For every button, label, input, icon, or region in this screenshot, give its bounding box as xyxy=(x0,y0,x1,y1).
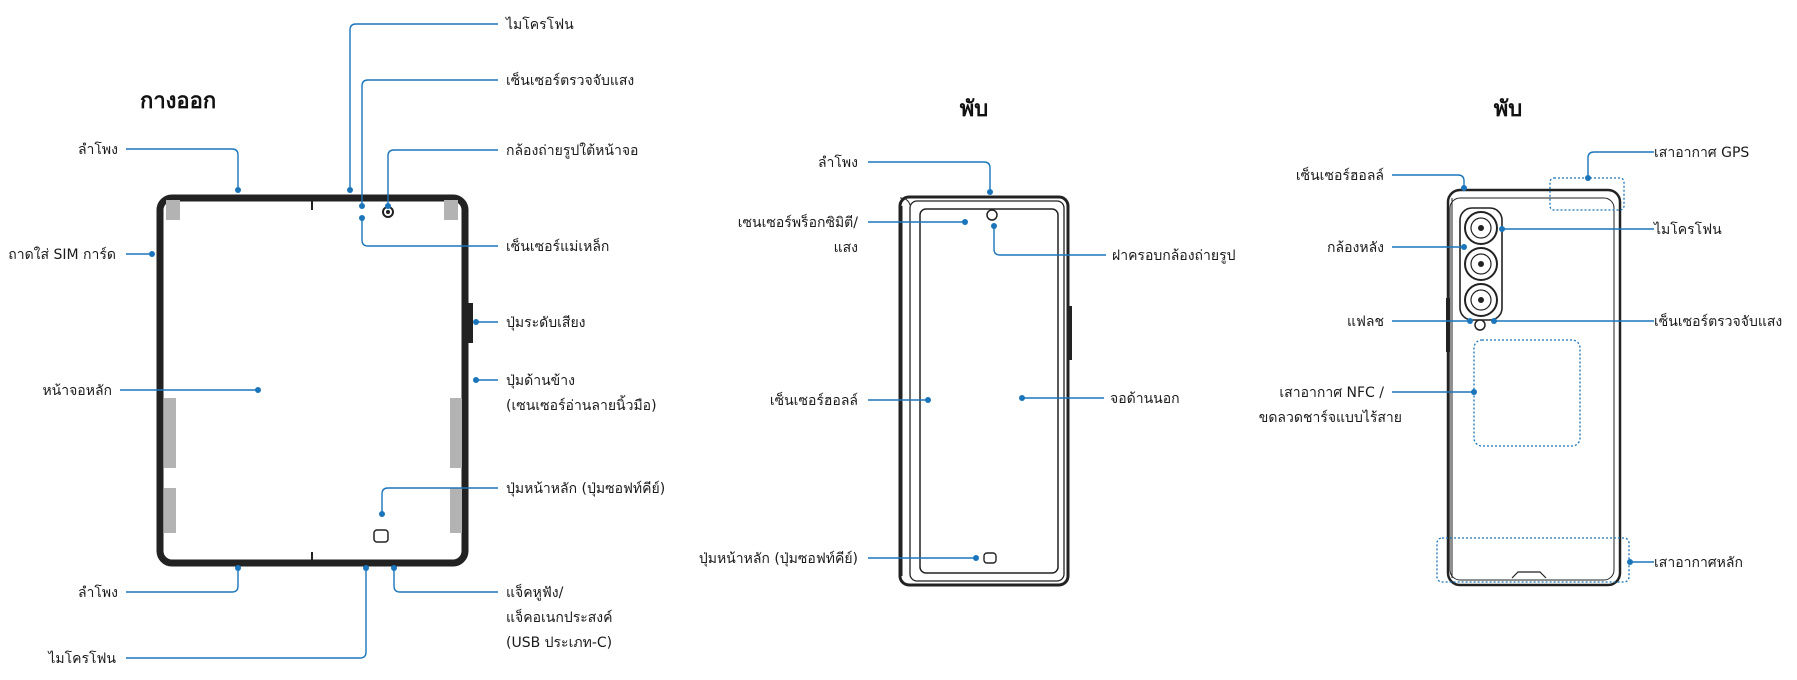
label-jack-2: แจ็คอเนกประสงค์ xyxy=(506,608,613,626)
label-back-hall-sensor: เซ็นเซอร์ฮอลล์ xyxy=(1296,166,1384,184)
label-camera-cover: ฝาครอบกล้องถ่ายรูป xyxy=(1112,248,1236,264)
label-front-hall-sensor: เซ็นเซอร์ฮอลล์ xyxy=(770,391,858,409)
label-rear-camera: กล้องหลัง xyxy=(1327,240,1384,256)
antenna-strip-left-1 xyxy=(164,398,176,468)
label-light-sensor: เซ็นเซอร์ตรวจจับแสง xyxy=(506,71,634,89)
unfolded-phone xyxy=(156,194,473,567)
front-camera-cover-shape xyxy=(986,209,998,221)
label-microphone-bottom: ไมโครโฟน xyxy=(47,650,116,667)
label-jack-1: แจ็คหูฟัง/ xyxy=(506,583,564,601)
main-antenna-zone xyxy=(1436,537,1630,583)
label-proximity-2: แสง xyxy=(834,240,858,256)
label-microphone-top: ไมโครโฟน xyxy=(505,16,574,33)
label-speaker-top: ลำโพง xyxy=(78,141,118,158)
folded-back-leaders xyxy=(1392,151,1654,565)
label-back-light-sensor: เซ็นเซอร์ตรวจจับแสง xyxy=(1654,312,1782,330)
label-flash: แฟลช xyxy=(1347,314,1384,330)
label-proximity-1: เซนเซอร์พร็อกซิมิตี/ xyxy=(738,213,859,231)
label-sim-tray: ถาดใส่ SIM การ์ด xyxy=(8,246,116,263)
antenna-strip-left-2 xyxy=(164,488,176,533)
folded-front-leaders xyxy=(868,161,1106,561)
label-nfc-1: เสาอากาศ NFC / xyxy=(1279,385,1384,401)
home-button-shape xyxy=(373,529,389,543)
title-unfolded: กางออก xyxy=(140,89,216,114)
front-home-button-shape xyxy=(983,552,997,564)
antenna-strip-top-left xyxy=(166,200,180,220)
folded-back-phone xyxy=(1436,177,1630,587)
label-gps-antenna: เสาอากาศ GPS xyxy=(1654,145,1749,161)
label-nfc-2: ขดลวดชาร์จแบบไร้สาย xyxy=(1259,409,1402,426)
label-side-key-2: (เซนเซอร์อ่านลายนิ้วมือ) xyxy=(506,395,657,414)
folded-front-phone xyxy=(898,195,1072,587)
antenna-strip-top-right xyxy=(444,200,458,220)
antenna-strip-right-1 xyxy=(450,398,462,468)
label-main-antenna: เสาอากาศหลัก xyxy=(1654,555,1743,571)
label-front-home-button: ปุ่มหน้าหลัก (ปุ่มซอฟท์คีย์) xyxy=(699,550,858,567)
label-main-screen: หน้าจอหลัก xyxy=(42,383,112,399)
label-speaker-bottom: ลำโพง xyxy=(78,584,118,601)
label-front-speaker: ลำโพง xyxy=(818,154,858,171)
flash-shape xyxy=(1474,319,1486,331)
title-folded-front: พับ xyxy=(960,97,988,122)
title-folded-back: พับ xyxy=(1494,97,1522,122)
label-back-microphone: ไมโครโฟน xyxy=(1653,221,1722,238)
label-cover-screen: จอด้านนอก xyxy=(1110,391,1180,407)
label-home-button: ปุ่มหน้าหลัก (ปุ่มซอฟท์คีย์) xyxy=(506,480,665,497)
label-volume-key: ปุ่มระดับเสียง xyxy=(506,315,586,331)
volume-key-shape xyxy=(468,303,473,343)
unfolded-leaders xyxy=(120,23,498,659)
label-magnetic-sensor: เซ็นเซอร์แม่เหล็ก xyxy=(506,237,609,255)
label-jack-3: (USB ประเภท-C) xyxy=(506,635,612,651)
antenna-strip-right-2 xyxy=(450,488,462,533)
label-under-display-camera: กล้องถ่ายรูปใต้หน้าจอ xyxy=(506,142,638,159)
label-side-key-1: ปุ่มด้านข้าง xyxy=(506,373,575,389)
